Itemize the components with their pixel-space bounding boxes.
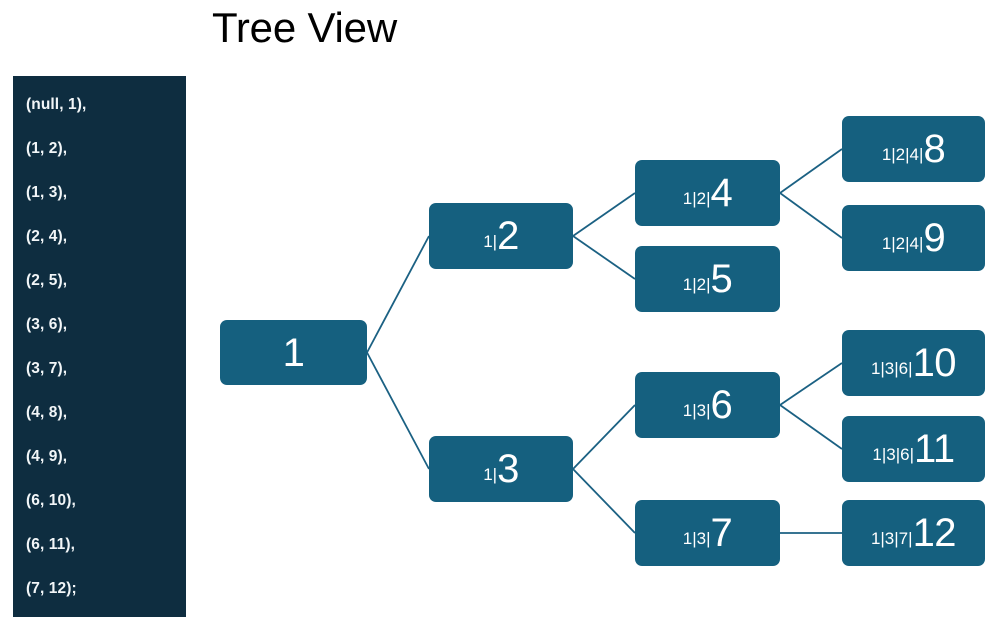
tree-node-path: 1|2|4| bbox=[881, 144, 924, 164]
edge-list-row: (2, 4), bbox=[26, 228, 68, 245]
edge-list-row: (2, 5), bbox=[26, 272, 68, 289]
tree-node-path: 1|3|6| bbox=[872, 444, 915, 464]
edge-list-row: (1, 3), bbox=[26, 184, 68, 201]
tree-edge-3-6 bbox=[572, 404, 636, 470]
tree-node-12[interactable]: 1|3|7|12 bbox=[842, 500, 985, 566]
edge-list-row: (null, 1), bbox=[26, 96, 87, 113]
tree-node-1[interactable]: 1 bbox=[220, 320, 367, 385]
tree-node-path: 1|3|6| bbox=[870, 358, 913, 378]
tree-node-8[interactable]: 1|2|4|8 bbox=[842, 116, 985, 182]
tree-node-path: 1| bbox=[483, 464, 498, 484]
tree-edge-6-10 bbox=[779, 362, 843, 406]
edge-list-row: (7, 12); bbox=[26, 580, 77, 597]
page-title: Tree View bbox=[212, 4, 397, 51]
tree-node-value: 12 bbox=[912, 511, 957, 555]
tree-edge-2-5 bbox=[572, 235, 636, 280]
edge-list-row: (6, 11), bbox=[26, 536, 76, 553]
edge-list-row: (4, 9), bbox=[26, 448, 68, 465]
tree-node-path: 1|2| bbox=[682, 188, 711, 208]
tree-edge-3-7 bbox=[572, 468, 636, 534]
tree-node-path: 1|3| bbox=[682, 528, 711, 548]
tree-node-value: 5 bbox=[710, 257, 733, 301]
tree-node-3[interactable]: 1|3 bbox=[429, 436, 573, 502]
edge-list-panel: (null, 1), (1, 2), (1, 3), (2, 4), (2, 5), (3… bbox=[13, 76, 186, 617]
tree-node-4[interactable]: 1|2|4 bbox=[635, 160, 780, 226]
tree-node-value: 2 bbox=[497, 214, 519, 258]
tree-node-path: 1|3|7| bbox=[870, 528, 913, 548]
tree-node-value: 4 bbox=[710, 171, 733, 215]
edge-list-row: (6, 10), bbox=[26, 492, 76, 509]
tree-edge-2-4 bbox=[572, 192, 636, 237]
tree-node-7[interactable]: 1|3|7 bbox=[635, 500, 780, 566]
tree-node-10[interactable]: 1|3|6|10 bbox=[842, 330, 985, 396]
tree-node-value: 11 bbox=[914, 427, 955, 471]
tree-edge-4-8 bbox=[779, 148, 843, 194]
tree-node-6[interactable]: 1|3|6 bbox=[635, 372, 780, 438]
edge-list-row: (4, 8), bbox=[26, 404, 68, 421]
tree-edge-1-3 bbox=[366, 352, 430, 470]
tree-node-value: 10 bbox=[912, 341, 957, 385]
tree-node-path: 1| bbox=[483, 231, 498, 251]
tree-edge-4-9 bbox=[779, 192, 843, 239]
tree-node-value: 1 bbox=[282, 330, 305, 375]
tree-node-9[interactable]: 1|2|4|9 bbox=[842, 205, 985, 271]
edge-list-row: (3, 7), bbox=[26, 360, 68, 377]
tree-node-value: 6 bbox=[710, 383, 733, 427]
edge-list-row: (3, 6), bbox=[26, 316, 68, 333]
tree-edge-6-11 bbox=[779, 404, 843, 450]
tree-edge-1-2 bbox=[366, 235, 430, 353]
tree-node-value: 8 bbox=[923, 127, 946, 171]
tree-node-path: 1|2|4| bbox=[881, 233, 924, 253]
tree-node-2[interactable]: 1|2 bbox=[429, 203, 573, 269]
tree-node-value: 3 bbox=[497, 447, 519, 491]
tree-node-5[interactable]: 1|2|5 bbox=[635, 246, 780, 312]
edge-list-row: (1, 2), bbox=[26, 140, 68, 157]
tree-node-value: 9 bbox=[923, 216, 946, 260]
tree-node-path: 1|3| bbox=[682, 400, 711, 420]
tree-node-value: 7 bbox=[710, 511, 733, 555]
tree-node-11[interactable]: 1|3|6|11 bbox=[842, 416, 985, 482]
tree-node-path: 1|2| bbox=[682, 274, 711, 294]
